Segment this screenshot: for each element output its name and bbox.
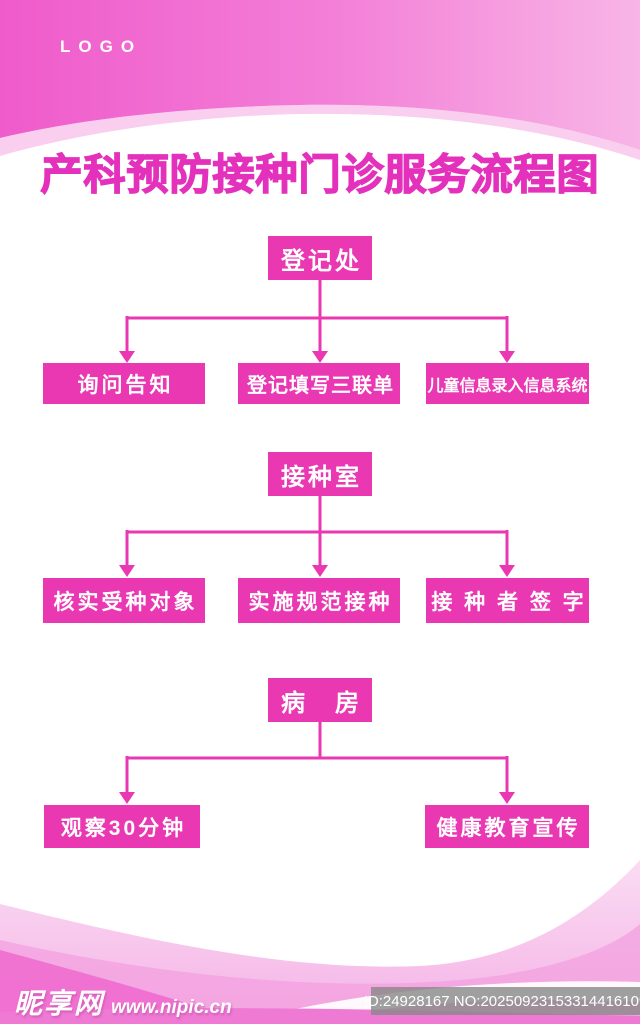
watermark: 昵享网 www.nipic.cn [14,982,232,1022]
watermark-url: www.nipic.cn [111,997,232,1018]
watermark-site-name: 昵享网 [14,988,105,1019]
flow-node-child-info-entry: 儿童信息录入信息系统 [426,363,589,404]
flow-node-health-education: 健康教育宣传 [425,805,589,848]
flow-node-inquiry-notify: 询问告知 [43,363,205,404]
header-wave-graphic [0,0,640,160]
flow-node-registration-desk: 登记处 [268,236,372,280]
flow-node-fill-triplicate-form: 登记填写三联单 [238,363,400,404]
flow-node-vaccination-room: 接种室 [268,452,372,496]
flow-node-ward: 病 房 [268,678,372,722]
flow-node-standard-vaccination: 实施规范接种 [238,578,400,623]
flow-node-observe-30-minutes: 观察30分钟 [44,805,200,848]
flow-node-verify-recipient: 核实受种对象 [43,578,205,623]
image-id-bar: ID:24928167 NO:20250923153314416109 [364,987,640,1015]
page-title: 产科预防接种门诊服务流程图 [40,150,600,198]
flow-node-recipient-signature: 接 种 者 签 字 [426,578,589,623]
logo-text: LOGO [60,37,143,56]
